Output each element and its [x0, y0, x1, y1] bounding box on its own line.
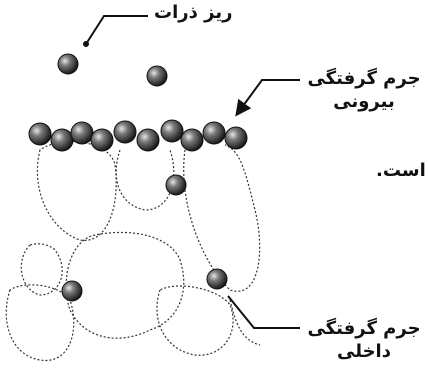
- leader-lines: [83, 15, 300, 329]
- surface-particle: [28, 122, 52, 146]
- surface-particle: [113, 120, 137, 144]
- inner-fouling-label: جرم گرفتگی داخلی: [303, 318, 425, 363]
- internal-particle: [206, 268, 228, 290]
- inner-fouling-particles: [61, 268, 228, 302]
- pore-outline: [115, 149, 175, 211]
- surface-particle: [180, 128, 204, 152]
- surface-particle: [70, 121, 94, 145]
- outer-fouling-label: جرم گرفتگی بیرونی: [303, 68, 425, 113]
- surface-particle: [90, 128, 114, 152]
- pore-outline: [20, 243, 63, 296]
- surface-particle: [160, 119, 184, 143]
- fragment-label: است.: [376, 160, 426, 181]
- free-particle: [146, 65, 168, 87]
- pore-entrance-particle: [165, 174, 187, 196]
- pore-outline: [156, 285, 234, 356]
- free-particle: [57, 53, 79, 75]
- internal-particle: [61, 280, 83, 302]
- inner-fouling-line2: داخلی: [337, 340, 391, 362]
- free-particles: [57, 53, 168, 87]
- pore-outline: [65, 231, 185, 339]
- pore-outline: [5, 284, 75, 361]
- outer-fouling-line1: جرم گرفتگی: [307, 68, 421, 89]
- membrane-pores: [5, 140, 261, 361]
- surface-particle: [136, 128, 160, 152]
- inner-fouling-leader: [227, 295, 300, 329]
- surface-particle: [224, 126, 248, 150]
- surface-particle: [202, 121, 226, 145]
- outer-fouling-arrow: [235, 79, 300, 117]
- particles-leader: [85, 15, 148, 45]
- particles-label: ریز ذرات: [154, 2, 233, 23]
- pore-outline: [183, 144, 261, 292]
- outer-fouling-layer: [28, 119, 248, 152]
- inner-fouling-line1: جرم گرفتگی: [307, 318, 421, 339]
- pore-outline: [36, 140, 117, 241]
- particles-leader-dot: [83, 41, 89, 47]
- pore-outline: [229, 299, 261, 346]
- outer-fouling-line2: بیرونی: [333, 90, 395, 112]
- surface-particle: [50, 128, 74, 152]
